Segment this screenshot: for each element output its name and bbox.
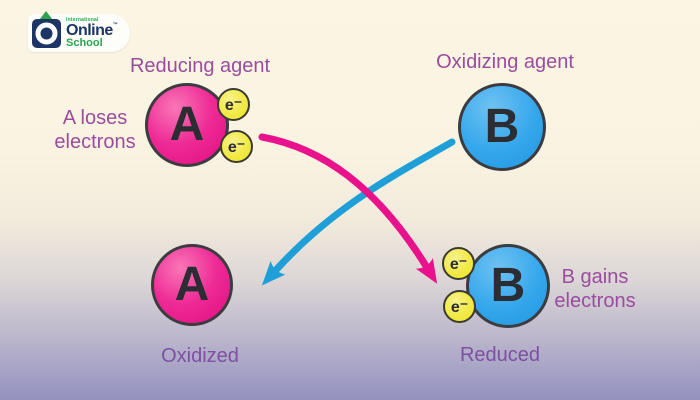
- annotation-line: A loses: [62, 107, 128, 129]
- annotation-line: electrons: [54, 131, 136, 153]
- atom-symbol: B: [484, 100, 520, 153]
- electron-icon: e⁻: [220, 130, 253, 163]
- trademark-symbol: ™: [112, 22, 118, 28]
- label-reducing-agent: Reducing agent: [129, 55, 271, 77]
- logo-brand-top: International: [66, 17, 99, 23]
- logo-brand: Online™: [66, 22, 118, 39]
- label-reduced: Reduced: [459, 344, 541, 366]
- annotation-b-gains-electrons: B gains electrons: [554, 265, 635, 313]
- atom-b-reduced: B: [466, 244, 550, 328]
- atom-a-reducing: A: [145, 83, 229, 167]
- arrow-a-to-b-pink: [258, 133, 438, 284]
- electron-icon: e⁻: [442, 247, 475, 280]
- arrow-b-to-a-blue: [261, 138, 456, 286]
- atom-symbol: B: [490, 259, 526, 312]
- atom-symbol: A: [169, 98, 205, 151]
- annotation-line: electrons: [554, 290, 636, 312]
- atom-a-oxidized: A: [151, 244, 233, 326]
- label-oxidized: Oxidized: [161, 345, 239, 367]
- electron-icon: e⁻: [443, 290, 476, 323]
- annotation-line: B gains: [561, 266, 629, 288]
- online-school-logo-icon: [32, 11, 61, 48]
- electron-icon: e⁻: [217, 88, 250, 121]
- logo-brand-sub: School: [66, 37, 103, 49]
- atom-b-oxidizing: B: [458, 83, 546, 171]
- annotation-a-loses-electrons: A loses electrons: [54, 106, 135, 154]
- atom-symbol: A: [174, 258, 210, 311]
- label-oxidizing-agent: Oxidizing agent: [436, 51, 574, 73]
- logo: International Online™ School: [28, 11, 130, 52]
